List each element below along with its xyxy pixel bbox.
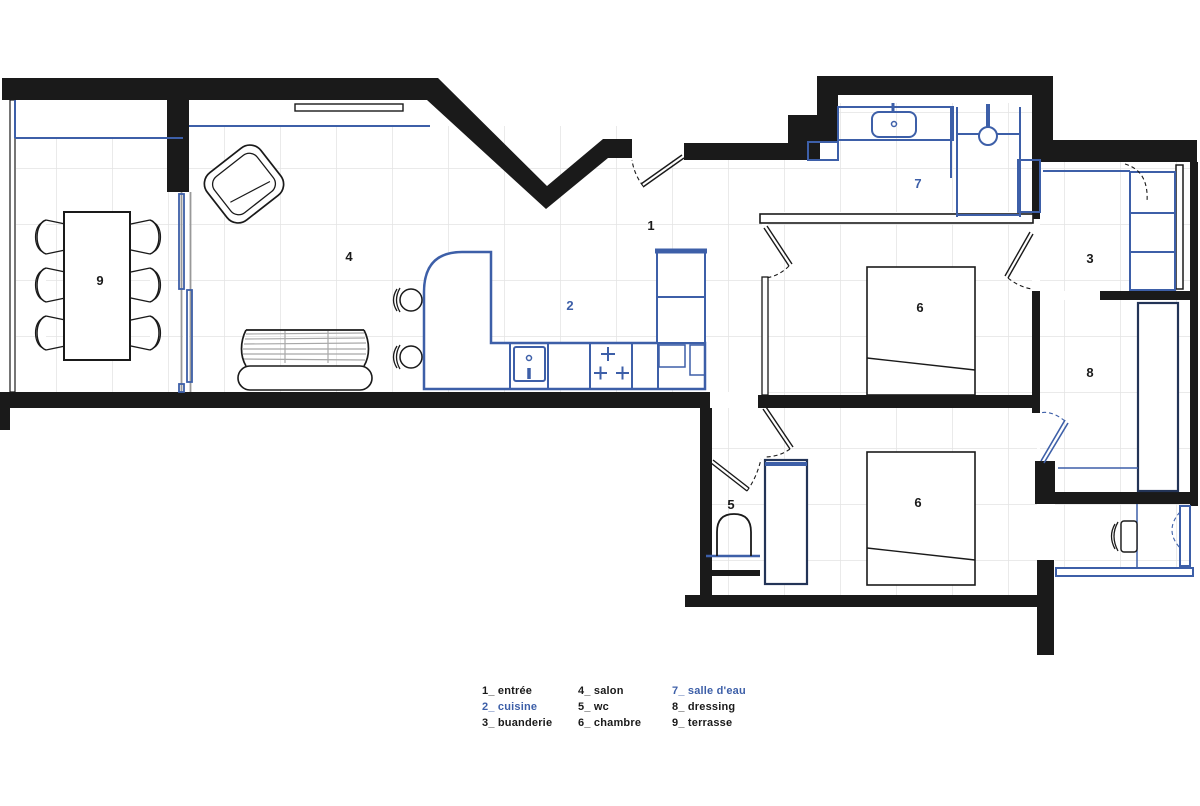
armchair [203, 144, 285, 224]
room-labels: 1 2 3 4 5 6 6 7 8 9 [96, 176, 1093, 512]
legend-item: 4_ salon [578, 685, 624, 697]
legend-item: 3_ buanderie [482, 717, 553, 729]
doors [631, 154, 1148, 492]
legend-column: 7_ salle d'eau 8_ dressing 9_ terrasse [672, 683, 746, 731]
wc-door [710, 458, 762, 492]
room-label-buanderie: 3 [1086, 251, 1093, 266]
kitchen-counter [422, 250, 707, 391]
desk-chair [1110, 520, 1138, 553]
entry-door [631, 154, 685, 188]
laundry-door-swing [1124, 163, 1148, 203]
dining-table [63, 211, 131, 361]
room-label-chambre: 6 [916, 300, 923, 315]
walls [0, 76, 1198, 655]
bar-stool [392, 344, 423, 370]
room-label-cuisine: 2 [566, 298, 573, 313]
kitchen-tall-cabinet [655, 248, 707, 376]
cooktop [594, 347, 629, 380]
legend-column: 1_ entrée 2_ cuisine 3_ buanderie [482, 683, 578, 731]
legend-item: 5_ wc [578, 701, 609, 713]
toilet [716, 513, 752, 556]
legend-item: 2_ cuisine [482, 701, 538, 713]
legend-item: 1_ entrée [482, 685, 533, 697]
room-label-wc: 5 [727, 497, 734, 512]
bathroom-vanity [837, 103, 954, 141]
sofa [237, 329, 373, 391]
kitchen-sink [513, 346, 546, 382]
legend-item: 8_ dressing [672, 701, 736, 713]
room-label-salle d'eau: 7 [914, 176, 921, 191]
radiator [294, 103, 404, 112]
room-label-salon: 4 [345, 249, 353, 264]
furniture [34, 103, 1138, 586]
shower [950, 104, 1041, 217]
bar-stool [392, 287, 423, 313]
legend: 1_ entrée 2_ cuisine 3_ buanderie 4_ salon 5… [482, 683, 746, 731]
dressing-wardrobe [1058, 301, 1180, 493]
bedroom2-door [762, 406, 794, 458]
sliding-door [178, 192, 193, 393]
legend-item: 7_ salle d'eau [672, 685, 746, 697]
bedroom1-door-right [1004, 231, 1034, 290]
corridor-wardrobe [763, 458, 809, 586]
entry-closet [807, 141, 839, 161]
bed [866, 266, 976, 396]
laundry-cabinets [1043, 170, 1176, 291]
legend-column: 4_ salon 5_ wc 6_ chambre [578, 683, 672, 731]
dressing-door [1039, 411, 1069, 464]
room-label-dressing: 8 [1086, 365, 1093, 380]
room-label-terrasse: 9 [96, 273, 103, 288]
bedroom1-door-left [763, 225, 793, 279]
legend-item: 9_ terrasse [672, 717, 733, 729]
legend-item: 6_ chambre [578, 717, 642, 729]
bed [866, 451, 976, 586]
room-label-chambre: 6 [914, 495, 921, 510]
room-label-entrée: 1 [647, 218, 654, 233]
